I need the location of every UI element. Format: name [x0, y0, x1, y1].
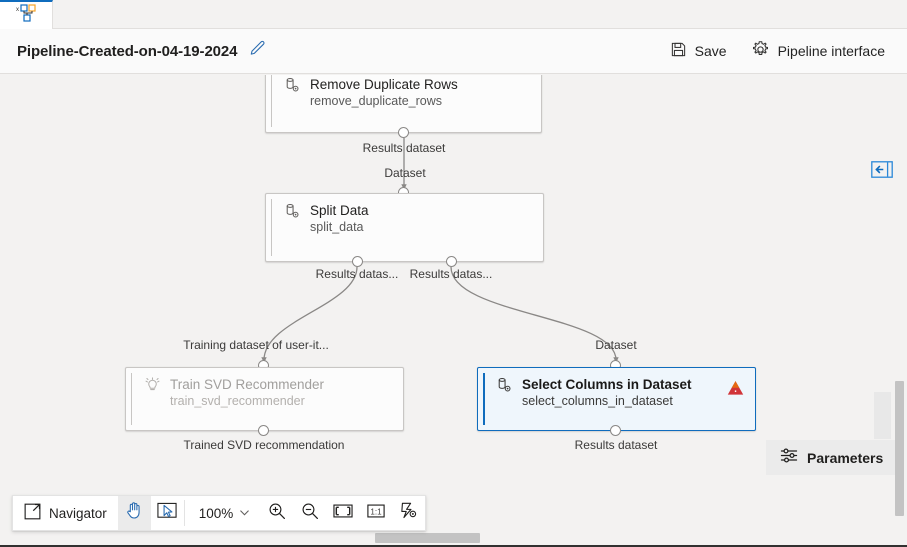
warning-triangle-icon[interactable] [727, 380, 744, 401]
horizontal-scrollbar-thumb[interactable] [375, 533, 480, 543]
toolbar-divider [183, 500, 185, 526]
port-label-select-out: Results dataset [574, 438, 658, 452]
auto-layout-icon [399, 501, 418, 525]
node-title: Select Columns in Dataset [522, 377, 692, 392]
edge-split-to-select [450, 266, 619, 363]
port-label-split-out-right: Results datas... [409, 267, 493, 281]
zoom-level-dropdown[interactable]: 100% [185, 496, 261, 530]
pan-tool-button[interactable] [117, 496, 151, 530]
fit-to-screen-button[interactable] [326, 496, 359, 530]
sliders-icon [780, 447, 798, 469]
page-title: Pipeline-Created-on-04-19-2024 [17, 42, 238, 60]
actual-size-button[interactable]: 1:1 [359, 496, 392, 530]
node-title: Train SVD Recommender [170, 377, 325, 392]
port-label-split-out-left: Results datas... [315, 267, 399, 281]
port-label-train-out: Trained SVD recommendation [183, 438, 345, 452]
zoom-in-button[interactable] [260, 496, 293, 530]
node-text: Remove Duplicate Rows remove_duplicate_r… [310, 76, 458, 110]
edge-layer [261, 138, 619, 363]
node-subtitle: select_columns_in_dataset [522, 394, 673, 408]
port-label-select-in: Dataset [595, 338, 637, 352]
lightbulb-icon [144, 377, 161, 399]
zoom-out-icon [301, 502, 319, 525]
node-content: Train SVD Recommender train_svd_recommen… [144, 376, 393, 410]
node-subtitle: remove_duplicate_rows [310, 94, 443, 108]
pipeline-header: Pipeline-Created-on-04-19-2024 Save [0, 29, 907, 74]
port-train-out[interactable] [258, 425, 269, 436]
pipeline-canvas[interactable]: Remove Duplicate Rows remove_duplicate_r… [0, 75, 907, 547]
canvas-toolbar: Navigator 100% [12, 495, 427, 531]
zoom-level-value: 100% [198, 505, 234, 521]
port-split-out-left[interactable] [352, 256, 363, 267]
window-bottom-edge [0, 545, 907, 547]
dataset-gear-icon [284, 77, 301, 99]
port-select-out[interactable] [610, 425, 621, 436]
pipeline-graph-icon: x [16, 4, 36, 27]
port-split-out-right[interactable] [446, 256, 457, 267]
node-text: Train SVD Recommender train_svd_recommen… [170, 376, 324, 410]
parameters-panel-tab[interactable]: Parameters [766, 440, 898, 475]
save-button[interactable]: Save [660, 35, 737, 67]
save-button-label: Save [694, 43, 727, 59]
node-title: Split Data [310, 203, 369, 218]
node-text: Split Data split_data [310, 202, 369, 236]
auto-layout-button[interactable] [392, 496, 425, 530]
port-label-removedup-out: Results dataset [362, 141, 446, 155]
pipeline-interface-label: Pipeline interface [777, 43, 885, 59]
tab-strip: x [0, 0, 907, 29]
navigator-expand-icon [24, 503, 41, 523]
node-subtitle: train_svd_recommender [170, 394, 305, 408]
chevron-down-icon [239, 506, 250, 521]
save-disk-icon [670, 41, 687, 61]
horizontal-scrollbar-track[interactable] [0, 531, 907, 546]
scrollbar-corner [874, 392, 891, 439]
port-removedup-out[interactable] [398, 127, 409, 138]
node-content: Remove Duplicate Rows remove_duplicate_r… [284, 76, 531, 110]
zoom-in-icon [268, 502, 286, 525]
select-tool-button[interactable] [151, 496, 184, 530]
node-accent-bar [131, 373, 132, 425]
node-content: Select Columns in Dataset select_columns… [496, 376, 745, 410]
edit-title-button[interactable] [246, 40, 268, 62]
port-label-split-in: Dataset [384, 166, 426, 180]
port-label-train-in: Training dataset of user-it... [183, 338, 329, 352]
parameters-label: Parameters [807, 449, 884, 466]
node-content: Split Data split_data [284, 202, 533, 236]
node-remove-duplicate-rows[interactable]: Remove Duplicate Rows remove_duplicate_r… [265, 75, 542, 133]
dataset-gear-icon [496, 377, 513, 399]
vertical-scrollbar-thumb[interactable] [895, 381, 904, 516]
node-accent-bar [483, 373, 485, 425]
pencil-icon [249, 40, 266, 62]
node-accent-bar [271, 199, 272, 256]
actual-size-1-1-icon: 1:1 [367, 503, 385, 524]
vertical-scrollbar-track[interactable] [892, 75, 907, 530]
node-accent-bar [271, 75, 272, 127]
node-text: Select Columns in Dataset select_columns… [522, 376, 692, 410]
zoom-out-button[interactable] [293, 496, 326, 530]
dataset-gear-icon [284, 203, 301, 225]
node-split-data[interactable]: Split Data split_data [265, 193, 544, 262]
collapse-panel-left-icon [871, 161, 893, 183]
node-title: Remove Duplicate Rows [310, 77, 458, 92]
hand-pan-icon [125, 501, 144, 525]
navigator-button[interactable]: Navigator [13, 496, 118, 530]
cursor-select-icon [157, 502, 177, 524]
pipeline-interface-button[interactable]: Pipeline interface [741, 34, 895, 68]
node-train-svd-recommender[interactable]: Train SVD Recommender train_svd_recommen… [125, 367, 404, 431]
node-select-columns-in-dataset[interactable]: Select Columns in Dataset select_columns… [477, 367, 756, 431]
svg-text:x: x [16, 7, 19, 13]
gear-icon [751, 40, 770, 62]
pipeline-tab[interactable]: x [0, 0, 53, 29]
edge-split-to-train [261, 266, 358, 363]
header-actions: Save Pipeline interface [660, 34, 907, 68]
fit-to-screen-icon [333, 503, 353, 524]
svg-text:1:1: 1:1 [370, 507, 382, 516]
node-subtitle: split_data [310, 220, 364, 234]
navigator-label: Navigator [49, 505, 107, 521]
collapse-panel-button[interactable] [870, 161, 894, 183]
